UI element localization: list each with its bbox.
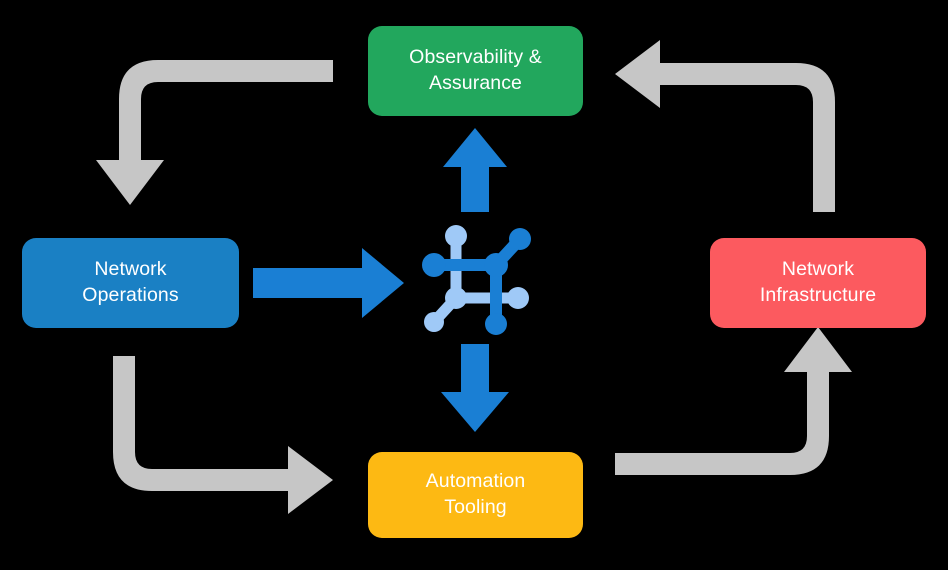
node-box-network-infrastructure[interactable]: Network Infrastructure: [710, 238, 926, 328]
blue-arrow-operations-to-center: [253, 248, 404, 318]
gray-arrow-operations-to-automation: [113, 356, 333, 514]
node-box-observability[interactable]: Observability & Assurance: [368, 26, 583, 116]
network-topology-icon: [422, 225, 531, 335]
blue-arrow-center-to-observability: [443, 128, 507, 212]
node-label-network-infrastructure: Network Infrastructure: [759, 258, 877, 306]
node-label-network-operations: Network Operations: [82, 258, 179, 306]
node-label-observability: Observability & Assurance: [409, 46, 542, 94]
node-box-network-operations[interactable]: Network Operations: [22, 238, 239, 328]
blue-arrow-center-to-automation: [441, 344, 509, 432]
gray-arrow-automation-to-infrastructure: [615, 327, 852, 475]
gray-arrow-observability-to-operations: [96, 60, 333, 205]
node-label-automation-tooling: Automation Tooling: [425, 470, 526, 518]
node-box-automation-tooling[interactable]: Automation Tooling: [368, 452, 583, 538]
gray-arrow-infrastructure-to-observability: [615, 40, 835, 212]
